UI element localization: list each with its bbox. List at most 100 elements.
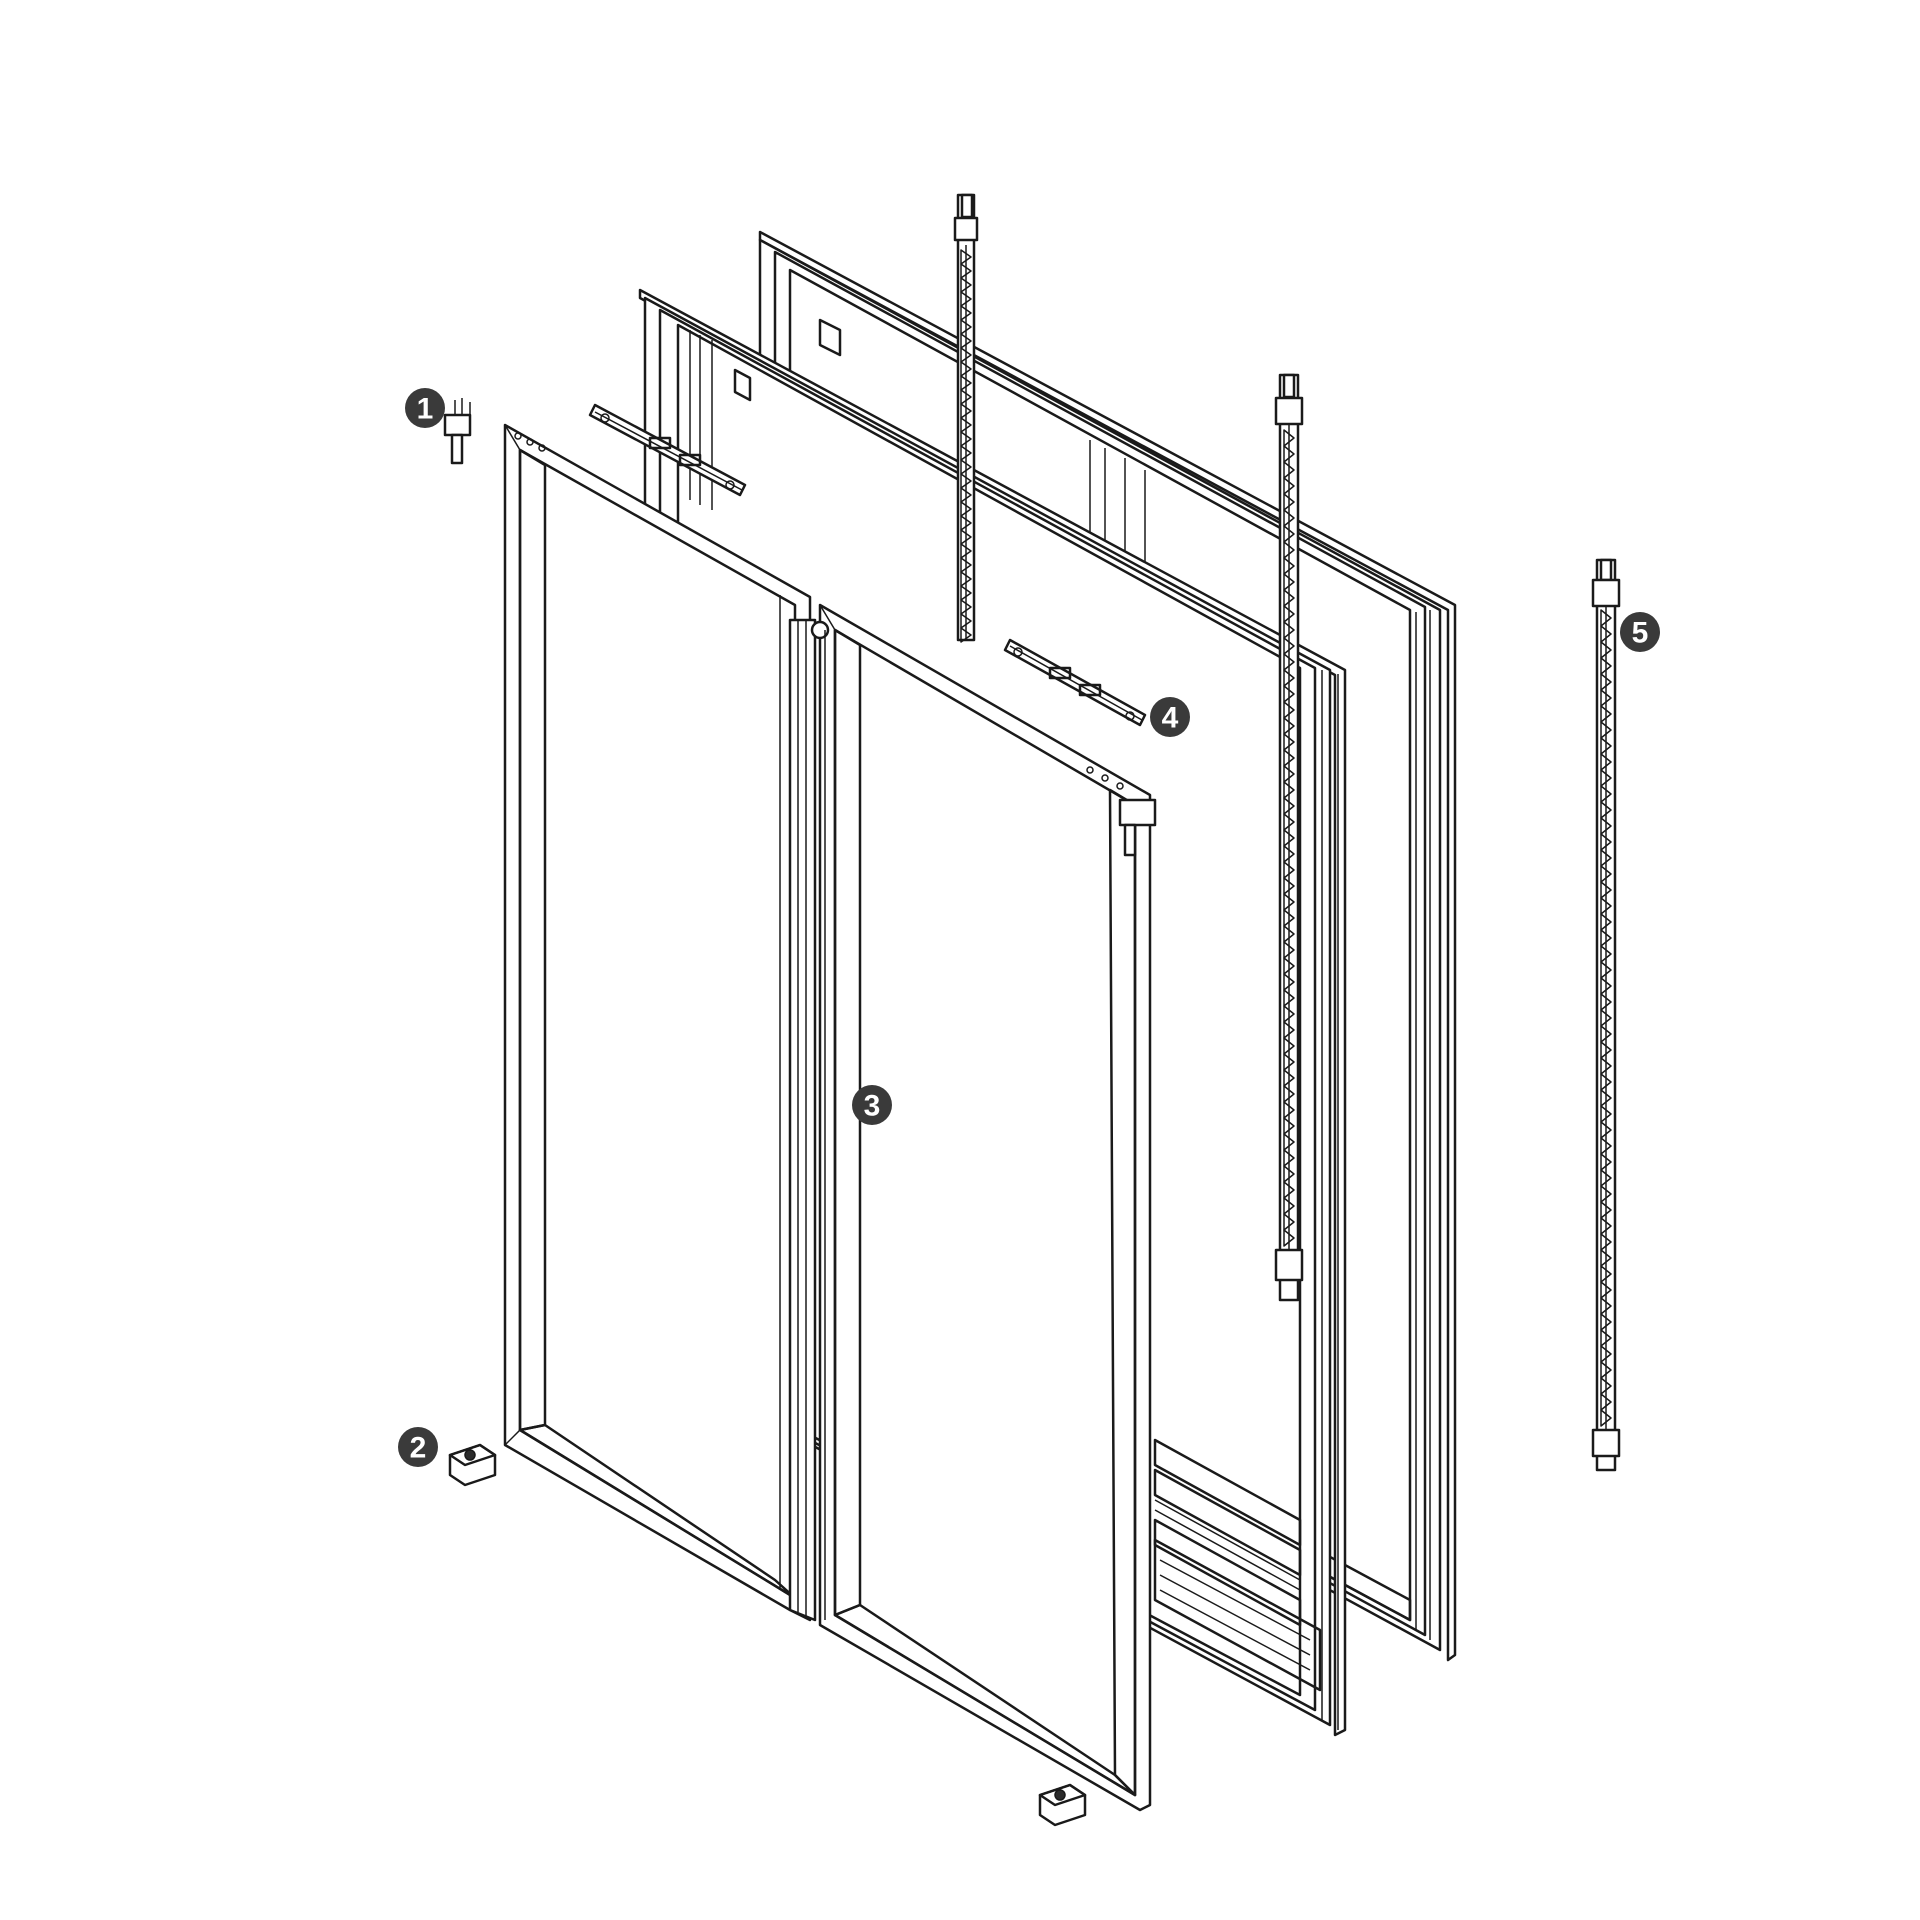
strip-slot <box>1600 1409 1612 1427</box>
strip-slot <box>960 263 972 279</box>
strip-slot <box>1600 753 1612 771</box>
strip-slot <box>1283 653 1295 671</box>
strip-slot <box>1283 749 1295 767</box>
strip-slot <box>1283 845 1295 863</box>
strip-slot <box>1283 1149 1295 1167</box>
strip-slot <box>960 627 972 643</box>
strip-slot <box>1283 829 1295 847</box>
strip-slot <box>1600 785 1612 803</box>
strip-slot <box>1283 1213 1295 1231</box>
strip-slot <box>1283 1197 1295 1215</box>
strip-slot <box>1283 1069 1295 1087</box>
strip-slot <box>1600 1393 1612 1411</box>
strip-slot <box>1600 945 1612 963</box>
strip-slot <box>1283 717 1295 735</box>
callout-2-label: 2 <box>410 1432 427 1465</box>
strip-slot <box>1600 1217 1612 1235</box>
strip-slot <box>1283 989 1295 1007</box>
strip-slot <box>1283 685 1295 703</box>
strip-slot <box>1600 737 1612 755</box>
strip-slot <box>1600 1009 1612 1027</box>
front-door-right <box>810 603 1157 1812</box>
strip-slot <box>1283 765 1295 783</box>
strip-slot <box>1283 1053 1295 1071</box>
strip-slot <box>960 333 972 349</box>
strip-slot <box>1283 1229 1295 1247</box>
strip-slot <box>960 305 972 321</box>
callout-1-label: 1 <box>417 393 434 426</box>
hinge-bar-upper <box>588 403 747 497</box>
hinge-bar-lower <box>1003 638 1147 727</box>
strip-slot <box>1600 1361 1612 1379</box>
strip-slot <box>1283 1005 1295 1023</box>
strip-slot <box>1283 1133 1295 1151</box>
strip-slot <box>960 249 972 265</box>
strip-slot <box>1283 637 1295 655</box>
strip-slot <box>1283 973 1295 991</box>
strip-slot <box>1600 689 1612 707</box>
strip-slot <box>1600 625 1612 643</box>
strip-slot <box>1283 813 1295 831</box>
strip-slot <box>1283 941 1295 959</box>
strip-slot <box>960 403 972 419</box>
strip-slot <box>1600 1313 1612 1331</box>
strip-slot <box>1600 673 1612 691</box>
strip-slot <box>1283 797 1295 815</box>
strip-slot <box>960 431 972 447</box>
strip-slot <box>960 585 972 601</box>
strip-slot <box>1283 957 1295 975</box>
strip-slot <box>1600 1057 1612 1075</box>
strip-slot <box>1283 1117 1295 1135</box>
strip-slot <box>1600 657 1612 675</box>
strip-slot <box>1283 1181 1295 1199</box>
callout-1: 1 <box>405 388 445 428</box>
callout-3-label: 3 <box>864 1090 881 1123</box>
strip-slot <box>1283 909 1295 927</box>
strip-slot <box>1283 509 1295 527</box>
strip-slot <box>960 487 972 503</box>
strip-slot <box>1600 977 1612 995</box>
strip-slot <box>1600 609 1612 627</box>
strip-slot <box>1600 961 1612 979</box>
strip-slot <box>1283 445 1295 463</box>
strip-slot <box>1600 1073 1612 1091</box>
strip-slot <box>960 473 972 489</box>
strip-slot <box>960 543 972 559</box>
slotted-strip-mid <box>1274 373 1304 1302</box>
strip-slot <box>1600 1025 1612 1043</box>
strip-slot <box>1600 1233 1612 1251</box>
strip-slot <box>960 445 972 461</box>
strip-slot <box>1283 893 1295 911</box>
strip-slot <box>960 501 972 517</box>
strip-slot <box>1600 1297 1612 1315</box>
strip-slot <box>1600 929 1612 947</box>
strip-slot <box>960 277 972 293</box>
strip-slot <box>1283 605 1295 623</box>
strip-slot <box>1283 589 1295 607</box>
strip-slot <box>1283 1037 1295 1055</box>
callout-4: 4 <box>1150 697 1190 737</box>
strip-slot <box>1283 925 1295 943</box>
slotted-strip-separate <box>1591 558 1621 1472</box>
slotted-strip-back <box>953 193 979 643</box>
strip-slot <box>1600 865 1612 883</box>
strip-slot <box>1283 461 1295 479</box>
strip-slot <box>1283 573 1295 591</box>
strip-slot <box>1600 1137 1612 1155</box>
strip-slot <box>1600 801 1612 819</box>
strip-slot <box>1600 769 1612 787</box>
strip-slot <box>1600 641 1612 659</box>
strip-slot <box>1600 1265 1612 1283</box>
strip-slot <box>960 613 972 629</box>
strip-slot <box>960 459 972 475</box>
strip-slot <box>1600 849 1612 867</box>
strip-slot <box>1283 781 1295 799</box>
strip-slot <box>1283 877 1295 895</box>
strip-slot <box>960 319 972 335</box>
strip-slot <box>1600 1329 1612 1347</box>
strip-slot <box>1600 833 1612 851</box>
strip-slot <box>960 361 972 377</box>
strip-slot <box>1283 733 1295 751</box>
strip-slot <box>1283 477 1295 495</box>
